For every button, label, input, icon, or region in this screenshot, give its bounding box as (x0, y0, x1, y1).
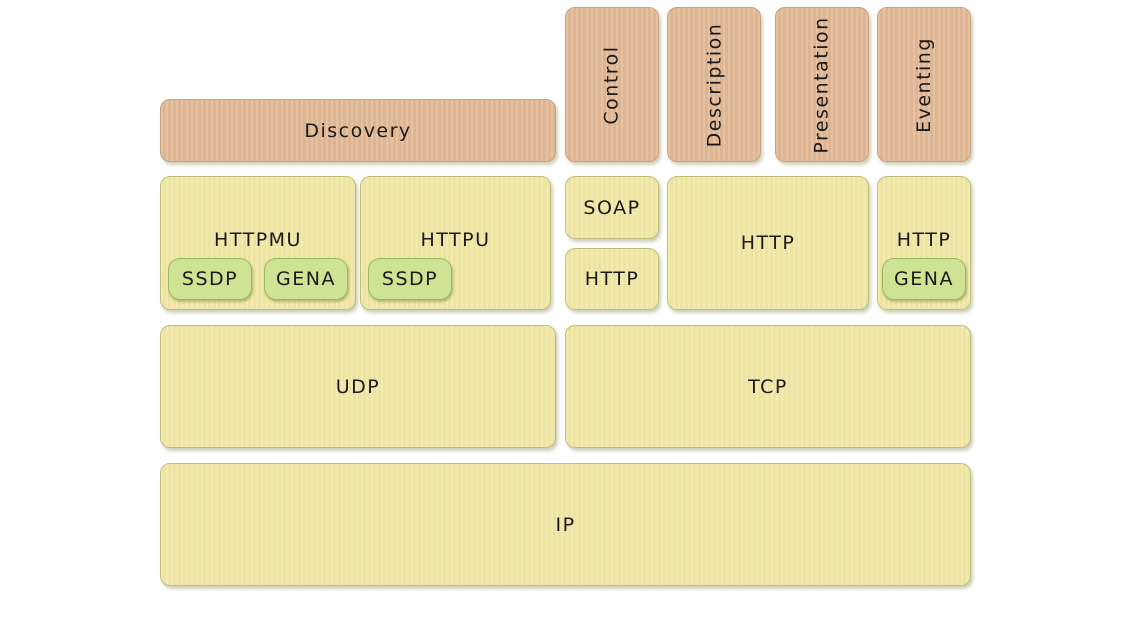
control-label: Control (601, 44, 623, 125)
http-eventing-label: HTTP (896, 229, 952, 251)
soap-box: SOAP (565, 176, 659, 239)
http-description-presentation-box: HTTP (667, 176, 869, 310)
http-control-box: HTTP (565, 248, 659, 310)
ssdp-httpu-pill: SSDP (368, 258, 452, 300)
ssdp-httpmu-label: SSDP (181, 268, 239, 290)
discovery-label: Discovery (304, 119, 412, 142)
httpmu-label: HTTPMU (214, 229, 302, 251)
description-label: Description (703, 22, 725, 147)
eventing-label: Eventing (913, 36, 935, 133)
presentation-label: Presentation (811, 15, 834, 154)
presentation-box: Presentation (775, 7, 869, 162)
soap-label: SOAP (583, 196, 641, 219)
ssdp-httpmu-pill: SSDP (168, 258, 252, 300)
udp-box: UDP (160, 325, 556, 448)
ip-box: IP (160, 463, 971, 586)
http-description-label: HTTP (740, 232, 796, 254)
gena-eventing-pill: GENA (882, 258, 966, 300)
gena-eventing-label: GENA (894, 268, 954, 290)
gena-httpmu-label: GENA (276, 268, 336, 290)
control-box: Control (565, 7, 659, 162)
httpu-label: HTTPU (420, 229, 491, 251)
ssdp-httpu-label: SSDP (381, 268, 439, 290)
description-box: Description (667, 7, 761, 162)
eventing-box: Eventing (877, 7, 971, 162)
gena-httpmu-pill: GENA (264, 258, 348, 300)
ip-label: IP (555, 513, 576, 536)
discovery-box: Discovery (160, 99, 556, 162)
tcp-label: TCP (748, 375, 788, 398)
tcp-box: TCP (565, 325, 971, 448)
udp-label: UDP (335, 375, 381, 398)
http-control-label: HTTP (584, 268, 640, 290)
